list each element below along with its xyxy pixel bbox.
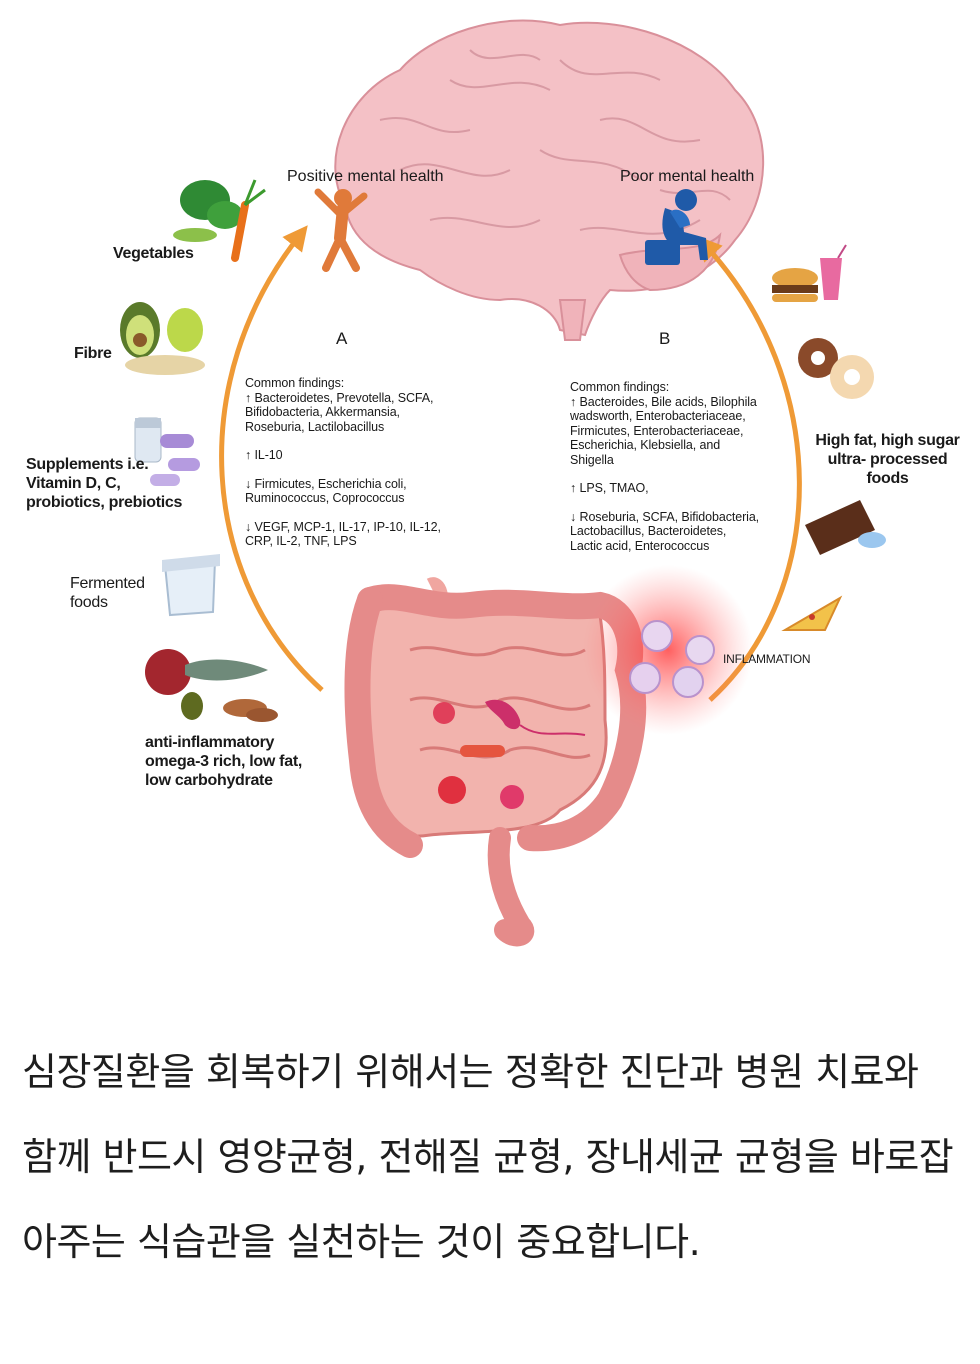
omega-foods-icon bbox=[145, 649, 278, 722]
section-b-line: ↑ Bacteroides, Bile acids, Bilophila bbox=[570, 394, 757, 409]
section-a-letter: A bbox=[336, 329, 348, 348]
vegetables-label: Vegetables bbox=[113, 245, 194, 262]
supplements-line: probiotics, prebiotics bbox=[26, 494, 183, 511]
fermented-line: foods bbox=[70, 594, 108, 611]
poor-mental-health-label: Poor mental health bbox=[620, 168, 755, 185]
section-b-line: ↓ Roseburia, SCFA, Bifidobacteria, bbox=[570, 509, 760, 524]
section-b-heading: Common findings: bbox=[570, 380, 670, 394]
supplements-line: Vitamin D, C, bbox=[26, 475, 121, 492]
section-a-line: ↑ IL-10 bbox=[245, 448, 283, 462]
fermented-line: Fermented bbox=[70, 575, 145, 592]
section-b-line: Lactic acid, Enterococcus bbox=[570, 538, 710, 553]
supplements-line: Supplements i.e. bbox=[26, 456, 149, 473]
section-a-heading: Common findings: bbox=[245, 376, 345, 390]
section-a-line: Ruminococcus, Coprococcus bbox=[245, 491, 405, 505]
positive-mental-health-label: Positive mental health bbox=[287, 168, 444, 185]
section-b-line: wadsworth, Enterobacteriaceae, bbox=[570, 409, 746, 423]
section-b-line: Shigella bbox=[570, 452, 614, 467]
section-b-line: Firmicutes, Enterobacteriaceae, bbox=[570, 423, 744, 438]
gut-brain-diagram: Positive mental health Poor mental healt… bbox=[26, 19, 960, 947]
anti-inflammatory-line: anti-inflammatory bbox=[145, 734, 275, 751]
anti-inflammatory-line: low carbohydrate bbox=[145, 772, 273, 789]
section-a-line: Bifidobacteria, Akkermansia, bbox=[245, 405, 400, 419]
vegetables-icon bbox=[173, 179, 266, 262]
processed-line: High fat, high sugar bbox=[815, 432, 960, 449]
diagram-artwork bbox=[120, 19, 886, 947]
section-a-line: Roseburia, Lactilobacillus bbox=[245, 419, 385, 434]
inflammation-cells bbox=[583, 565, 753, 735]
caption-text: 심장질환을 회복하기 위해서는 정확한 진단과 병원 치료와 함께 반드시 영양… bbox=[22, 1050, 954, 1264]
burger-drink-icon bbox=[772, 244, 847, 302]
supplements-label: Supplements i.e. Vitamin D, C, probiotic… bbox=[26, 455, 182, 512]
poor-person-icon bbox=[645, 189, 708, 265]
processed-line: foods bbox=[866, 470, 909, 487]
chocolate-candy-icon bbox=[805, 500, 886, 555]
donuts-icon bbox=[798, 338, 874, 399]
section-b-line: Lactobacillus, Bacteroidetes, bbox=[570, 524, 727, 538]
supplements-icon bbox=[134, 417, 200, 486]
processed-line: ultra- processed bbox=[827, 451, 948, 468]
anti-inflammatory-line: omega-3 rich, low fat, bbox=[145, 753, 302, 770]
section-b-line: Escherichia, Klebsiella, and bbox=[570, 438, 721, 452]
fermented-foods-label: Fermented foods bbox=[70, 574, 145, 612]
section-a-line: ↓ Firmicutes, Escherichia coli, bbox=[245, 476, 407, 491]
section-b-letter: B bbox=[659, 329, 671, 348]
positive-person-icon bbox=[314, 188, 368, 272]
inflammation-label: INFLAMMATION bbox=[723, 652, 811, 666]
section-a-line: ↑ Bacteroidetes, Prevotella, SCFA, bbox=[245, 390, 434, 405]
pizza-icon bbox=[781, 595, 843, 631]
processed-foods-label: High fat, high sugar ultra- processed fo… bbox=[815, 431, 960, 488]
section-a-line: ↓ VEGF, MCP-1, IL-17, IP-10, IL-12, bbox=[245, 519, 441, 534]
fibre-icon bbox=[120, 302, 205, 375]
fibre-label: Fibre bbox=[74, 345, 112, 362]
fermented-yogurt-icon bbox=[162, 554, 220, 617]
anti-inflammatory-label: anti-inflammatory omega-3 rich, low fat,… bbox=[145, 733, 302, 790]
section-b-findings: Common findings: ↑ Bacteroides, Bile aci… bbox=[570, 380, 785, 553]
section-a-findings: Common findings: ↑ Bacteroidetes, Prevot… bbox=[245, 376, 460, 549]
section-b-line: ↑ LPS, TMAO, bbox=[570, 481, 649, 495]
section-a-line: CRP, IL-2, TNF, LPS bbox=[245, 534, 357, 548]
